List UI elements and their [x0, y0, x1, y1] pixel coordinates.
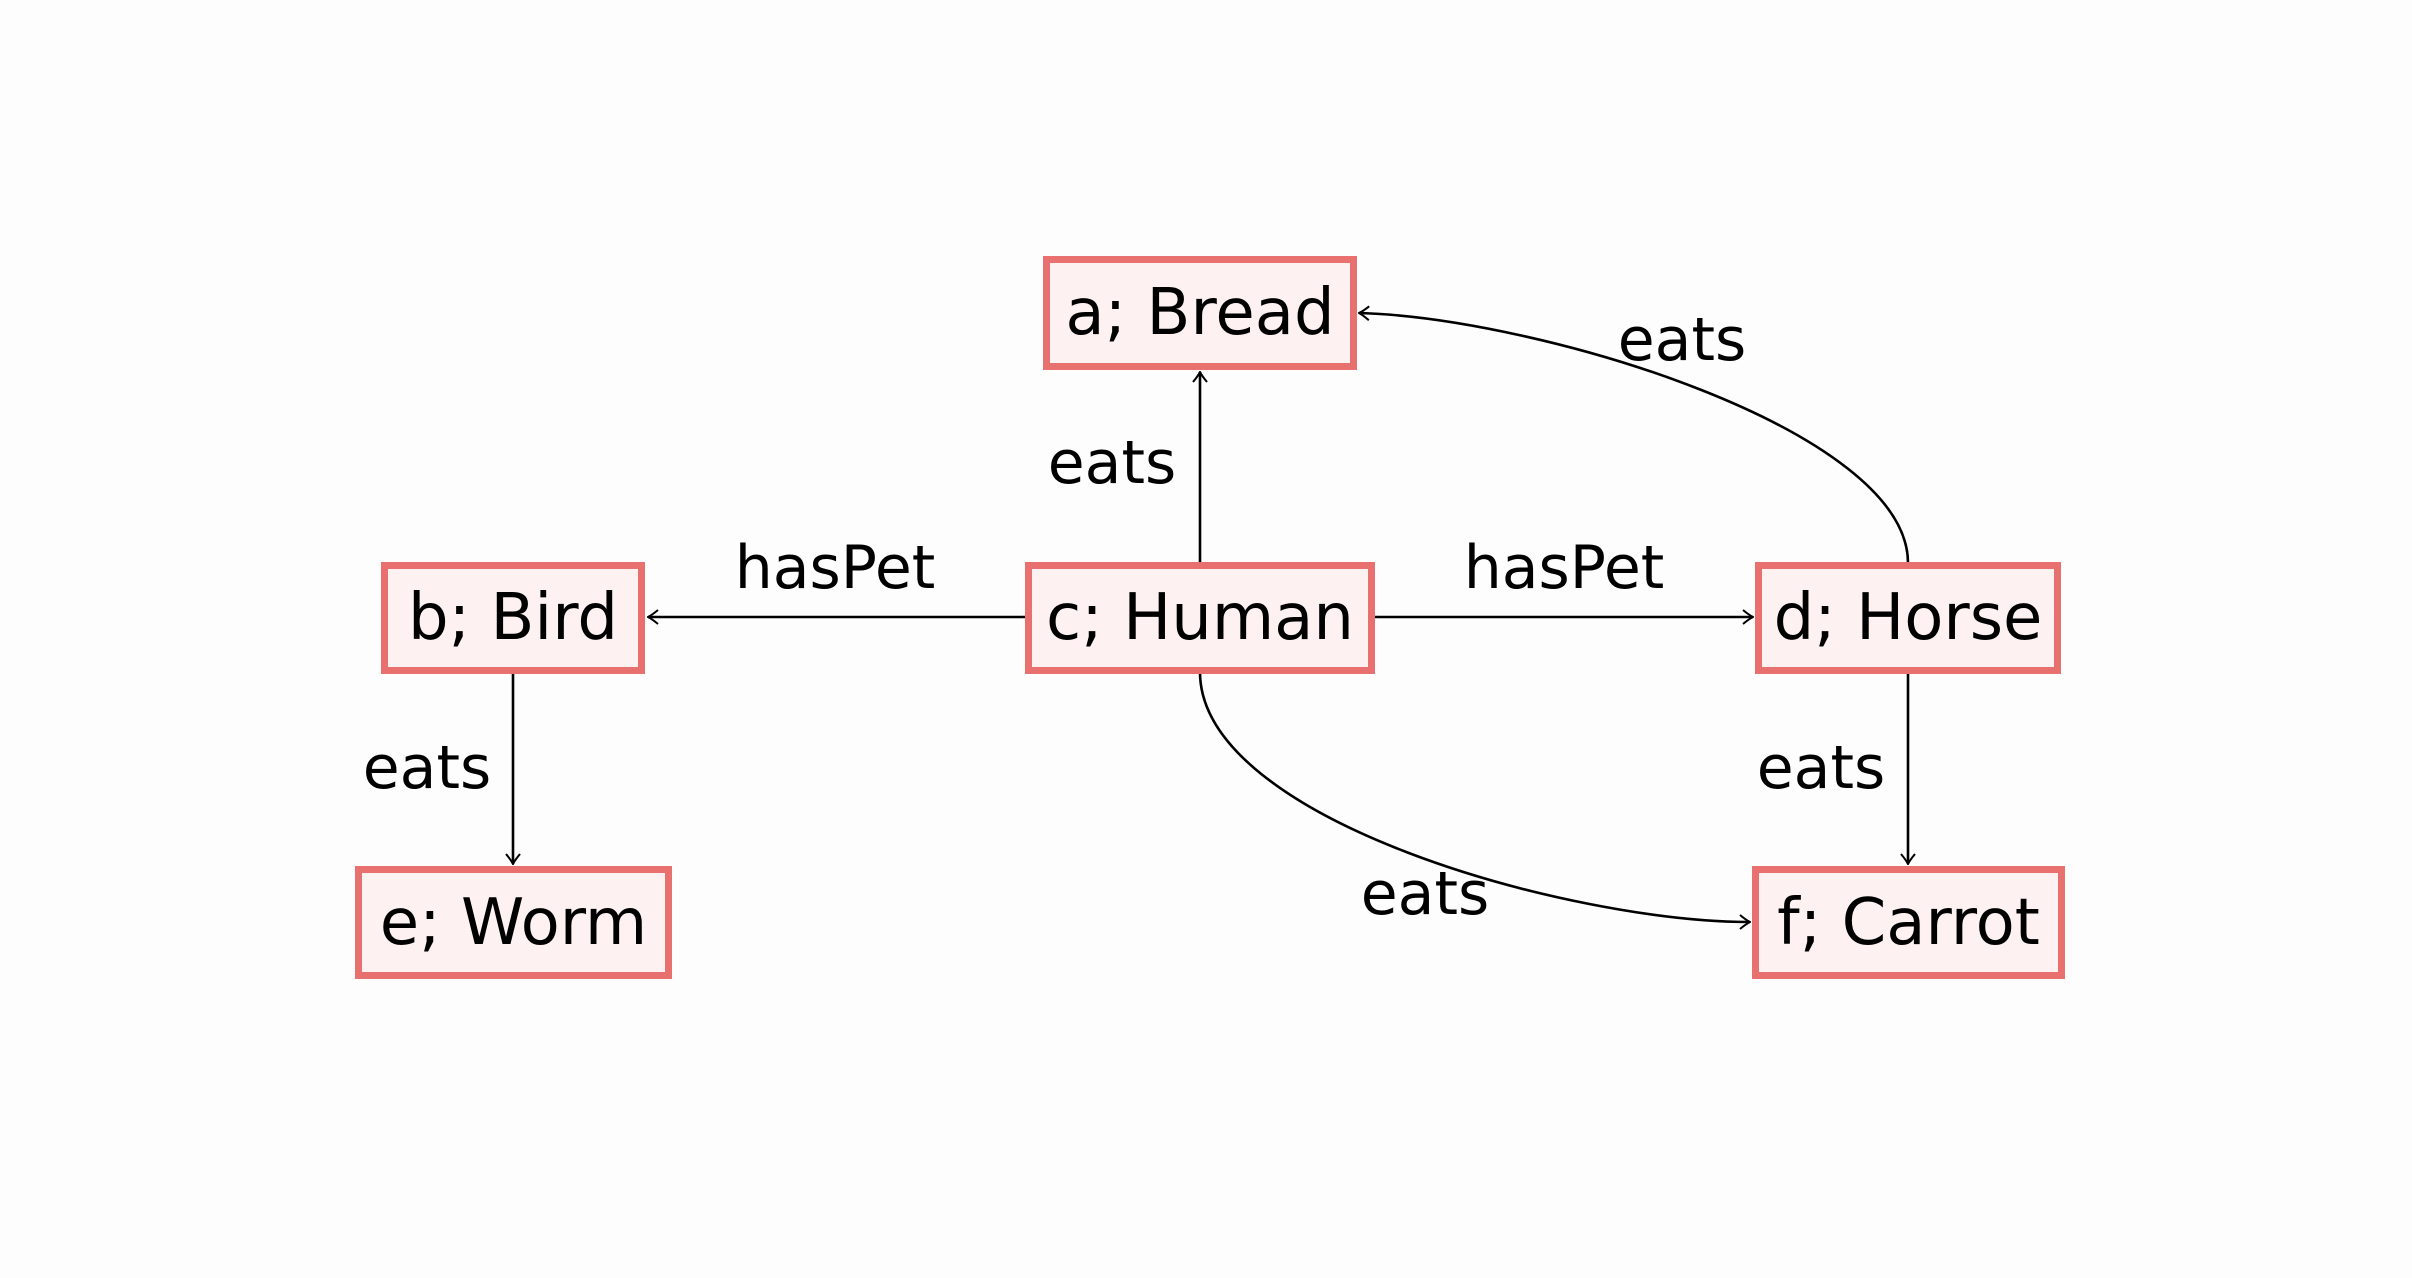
edge-label-human-carrot: eats	[1360, 859, 1490, 929]
node-carrot[interactable]: f; Carrot	[1752, 866, 2065, 979]
edge-horse-eats-bread	[1359, 313, 1910, 564]
edge-label-human-horse: hasPet	[1463, 533, 1665, 603]
edge-label-bird-worm: eats	[362, 733, 492, 803]
node-bird-label: b; Bird	[407, 581, 619, 655]
edge-label-horse-bread: eats	[1617, 305, 1747, 375]
node-bread[interactable]: a; Bread	[1043, 256, 1357, 370]
edge-label-human-bread: eats	[1047, 428, 1177, 498]
node-bread-label: a; Bread	[1065, 276, 1335, 350]
node-bird[interactable]: b; Bird	[381, 562, 645, 674]
node-worm[interactable]: e; Worm	[355, 866, 672, 979]
edge-human-eats-carrot	[1198, 671, 1750, 922]
edge-label-horse-carrot: eats	[1756, 733, 1886, 803]
node-horse-label: d; Horse	[1773, 581, 2043, 655]
node-carrot-label: f; Carrot	[1777, 885, 2040, 960]
node-horse[interactable]: d; Horse	[1755, 562, 2061, 674]
node-human[interactable]: c; Human	[1025, 562, 1375, 674]
node-worm-label: e; Worm	[379, 885, 648, 960]
node-human-label: c; Human	[1046, 581, 1354, 655]
edge-label-human-bird: hasPet	[734, 533, 936, 603]
